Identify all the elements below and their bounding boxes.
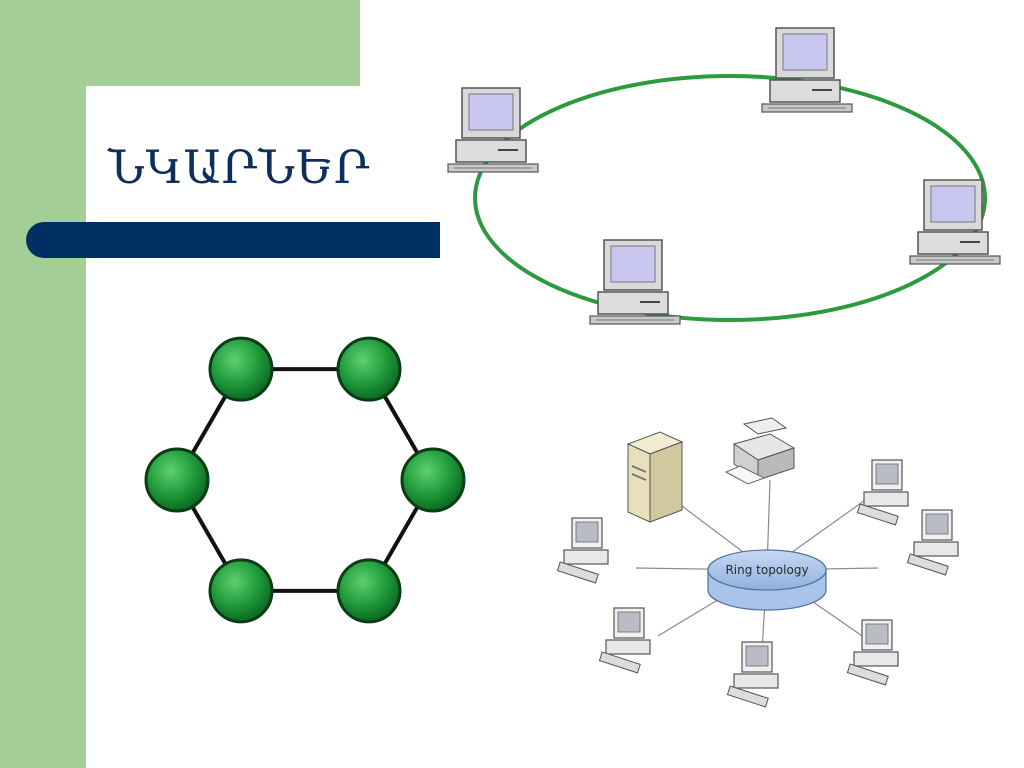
ring-topology-hub: Ring topology — [707, 549, 827, 611]
ring-connection-line — [473, 74, 987, 322]
hexagon-node — [208, 558, 274, 624]
desktop-computer-icon — [447, 87, 539, 173]
hexagon-node — [400, 447, 466, 513]
slide-title: ՆԿԱՐՆԵՐ — [108, 140, 371, 194]
hexagon-node — [208, 336, 274, 402]
desktop-computer-icon — [726, 641, 779, 708]
hexagon-ring-diagram — [144, 336, 466, 624]
desktop-computer-icon — [906, 509, 959, 576]
hexagon-node — [144, 447, 210, 513]
left-decorative-strip — [0, 0, 86, 768]
title-underline-bar — [26, 222, 440, 258]
top-decorative-block — [86, 0, 360, 86]
desktop-computer-icon — [556, 517, 609, 584]
hexagon-node — [336, 558, 402, 624]
hexagon-node — [336, 336, 402, 402]
ring-topology-diagram: Ring topology — [556, 417, 959, 708]
desktop-computer-icon — [856, 459, 909, 526]
printer-icon — [724, 417, 796, 485]
hub-label: Ring topology — [725, 563, 808, 577]
desktop-computer-icon — [846, 619, 899, 686]
server-icon — [626, 431, 684, 523]
hexagon-nodes — [144, 336, 466, 624]
ring-of-computers-diagram — [447, 27, 1001, 325]
desktop-computer-icon — [598, 607, 651, 674]
desktop-computer-icon — [589, 239, 681, 325]
desktop-computer-icon — [761, 27, 853, 113]
hexagon-links — [175, 367, 435, 593]
